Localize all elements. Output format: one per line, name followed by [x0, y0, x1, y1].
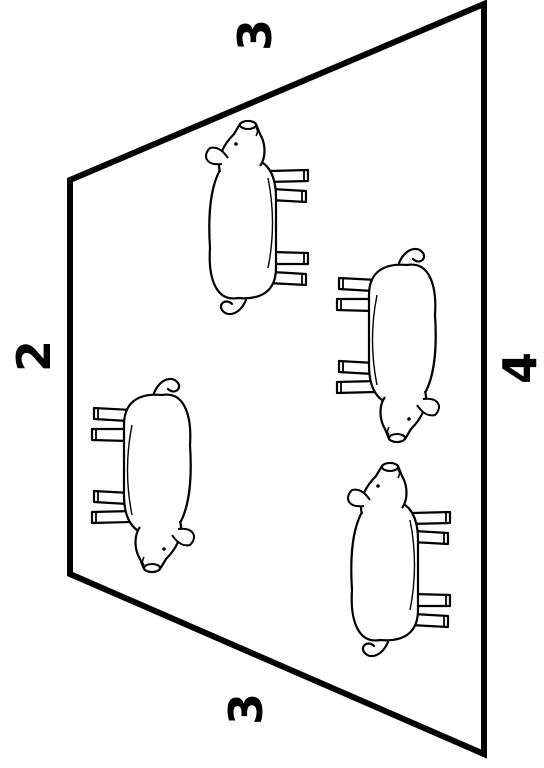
pig-figure-left: [90, 377, 196, 574]
pig-figure-right-lower: [346, 461, 452, 658]
pig-figure-top: [204, 119, 310, 316]
label-bottom-side: 3: [219, 693, 273, 725]
label-right-side: 4: [493, 352, 544, 384]
label-left-side: 2: [7, 340, 61, 372]
label-top-side: 3: [228, 19, 282, 51]
pig-figure-right-upper: [335, 247, 441, 444]
trapezoid-outline: [67, 0, 487, 759]
